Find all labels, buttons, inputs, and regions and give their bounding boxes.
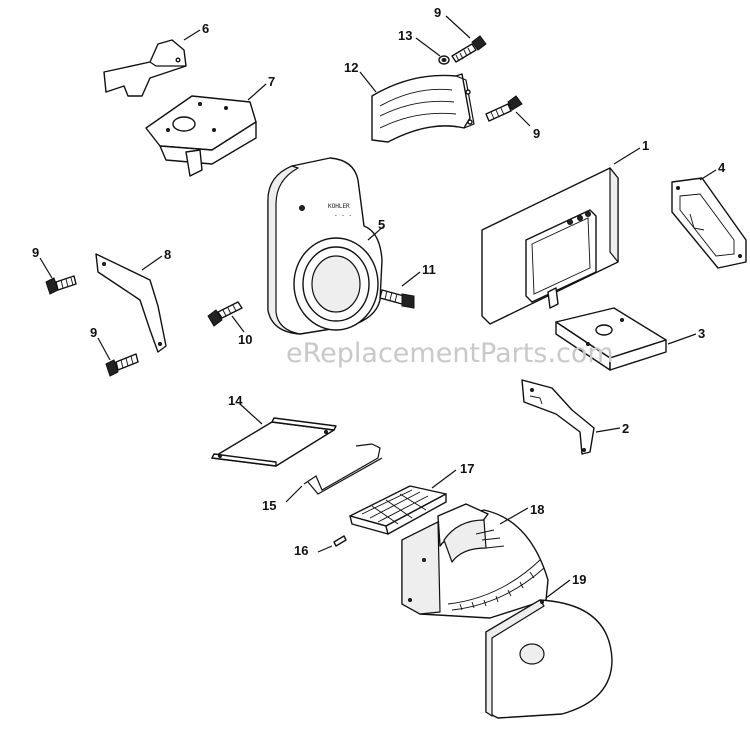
part-9-bolt-right <box>485 95 523 122</box>
part-7-plate <box>145 95 257 177</box>
callout-10: 10 <box>238 332 252 347</box>
callout-11: 11 <box>422 262 436 277</box>
callout-19: 19 <box>572 572 586 587</box>
callout-1: 1 <box>642 138 649 153</box>
part-14-plate <box>211 417 337 467</box>
callout-17: 17 <box>460 461 474 476</box>
callout-2: 2 <box>622 421 629 436</box>
callout-9-left-lower: 9 <box>90 325 97 340</box>
callout-18: 18 <box>530 502 544 517</box>
part-2-bracket <box>521 379 595 455</box>
part-9-bolt-left-lower <box>105 353 139 377</box>
callout-12: 12 <box>344 60 358 75</box>
part-6-bracket <box>103 39 187 97</box>
part-5-stamp: KOHLER <box>328 203 350 210</box>
part-8-bracket <box>95 253 167 353</box>
part-11-bolt <box>379 289 415 309</box>
callout-13: 13 <box>398 28 412 43</box>
callout-15: 15 <box>262 498 276 513</box>
part-16-pin <box>333 535 347 547</box>
part-13-washer <box>438 55 450 65</box>
callout-7: 7 <box>268 74 275 89</box>
callout-14: 14 <box>228 393 243 408</box>
part-10-bolt <box>207 301 243 327</box>
part-18-fan-housing <box>401 503 549 619</box>
watermark-text: eReplacementParts.com <box>286 338 614 369</box>
part-9-bolt-left-upper <box>45 275 77 295</box>
callout-4: 4 <box>718 160 726 175</box>
callout-16: 16 <box>294 543 308 558</box>
part-12-shroud <box>371 73 475 143</box>
callout-8: 8 <box>164 247 171 262</box>
callout-6: 6 <box>202 21 209 36</box>
part-3-cover-plate <box>555 307 667 371</box>
callout-9-right: 9 <box>533 126 540 141</box>
callout-5: 5 <box>378 217 385 232</box>
callout-9-top: 9 <box>434 5 441 20</box>
part-4-end-plate <box>671 177 747 269</box>
callout-3: 3 <box>698 326 705 341</box>
part-1-panel <box>481 167 619 325</box>
part-5-blower-housing <box>267 157 383 335</box>
part-17-screen <box>349 485 447 535</box>
part-19-backplate <box>485 599 613 719</box>
callout-9-left-upper: 9 <box>32 245 39 260</box>
part-9-bolt-top <box>451 35 487 63</box>
part-5-stamp-line2: - - - <box>334 212 352 219</box>
part-15-clip <box>303 443 383 495</box>
